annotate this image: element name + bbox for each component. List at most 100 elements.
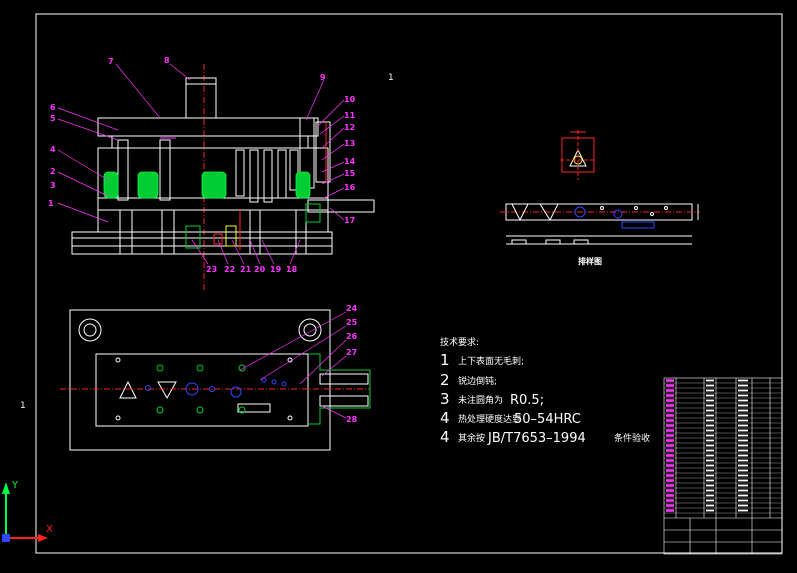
parts-row-cell-mark: [738, 384, 748, 387]
parts-row-cell-mark: [706, 499, 714, 502]
parts-row-cell-mark: [706, 379, 714, 382]
parts-row-cell-mark: [738, 469, 748, 472]
sheet-border: [35, 13, 783, 554]
parts-row-cell-mark: [706, 479, 714, 482]
sheet-marker: 1: [388, 73, 394, 83]
part-label-21: 21: [240, 265, 252, 274]
guide-rail-outline: [308, 353, 371, 425]
parts-row-cell-mark: [706, 424, 714, 427]
parts-row-cell-mark: [706, 444, 714, 447]
notes-title: 技术要求:: [440, 336, 479, 348]
triangle-cutout-left: [119, 380, 137, 399]
lower-plate: [71, 231, 333, 255]
strip-layout: [500, 203, 700, 245]
parts-row-cell-mark: [706, 404, 714, 407]
note-1-text: 上下表面无毛刺;: [458, 355, 524, 367]
section-details: [160, 122, 327, 250]
parts-row-index-mark: [666, 414, 674, 417]
springs: [103, 171, 311, 199]
note-5-text2: 条件验收: [614, 432, 650, 444]
parts-row-index-mark: [666, 409, 674, 412]
part-label-18: 18: [286, 265, 298, 274]
note-4-text: 热处理硬度达到: [458, 413, 521, 425]
parts-row-index-mark: [666, 439, 674, 442]
parts-row-cell-mark: [738, 489, 748, 492]
parts-row-cell-mark: [706, 384, 714, 387]
parts-row-cell-mark: [706, 494, 714, 497]
plan-view: [60, 309, 370, 451]
parts-row-index-mark: [666, 504, 674, 507]
triangle-cutout-mid: [157, 381, 177, 400]
note-5-num: 4: [440, 428, 450, 446]
parts-row-cell-mark: [738, 439, 748, 442]
note-3-num: 3: [440, 390, 450, 408]
parts-row-cell-mark: [738, 419, 748, 422]
parts-row-cell-mark: [738, 504, 748, 507]
guide-pillar-left: [78, 318, 102, 342]
parts-row-cell-mark: [738, 459, 748, 462]
guide-pillar-right: [298, 318, 322, 342]
part-label-6: 6: [50, 103, 56, 112]
parts-row-cell-mark: [706, 399, 714, 402]
part-label-20: 20: [254, 265, 266, 274]
parts-row-cell-mark: [738, 379, 748, 382]
note-1-num: 1: [440, 351, 450, 369]
parts-row-cell-mark: [738, 484, 748, 487]
plan-leaders: [239, 311, 347, 419]
upper-plate: [97, 117, 319, 137]
part-label-28: 28: [346, 415, 358, 424]
parts-row-cell-mark: [706, 449, 714, 452]
parts-row-index-mark: [666, 379, 674, 382]
parts-row-cell-mark: [706, 484, 714, 487]
part-label-12: 12: [344, 123, 355, 132]
part-label-10: 10: [344, 95, 356, 104]
parts-row-index-mark: [666, 499, 674, 502]
parts-row-cell-mark: [738, 464, 748, 467]
ucs-icon: Y X: [2, 480, 53, 542]
stripper-plate: [97, 197, 329, 211]
parts-list-rows: [664, 379, 782, 514]
part-label-26: 26: [346, 332, 358, 341]
note-5-value: JB/T7653–1994: [487, 431, 586, 446]
ucs-x-label: X: [46, 524, 53, 535]
note-4-num: 4: [440, 409, 450, 427]
part-label-22: 22: [224, 265, 235, 274]
parts-row-cell-mark: [738, 414, 748, 417]
parts-row-cell-mark: [738, 509, 748, 512]
parts-row-cell-mark: [738, 499, 748, 502]
parts-row-cell-mark: [706, 429, 714, 432]
part-label-17: 17: [344, 216, 355, 225]
section-leaders: [57, 63, 345, 265]
part-label-11: 11: [344, 111, 356, 120]
note-4-value: 50–54HRC: [514, 412, 581, 427]
note-2-text: 锐边倒钝;: [458, 375, 497, 387]
parts-row-cell-mark: [738, 429, 748, 432]
parts-row-index-mark: [666, 494, 674, 497]
part-label-7: 7: [108, 57, 114, 66]
lower-plate-outline: [69, 309, 331, 451]
parts-row-index-mark: [666, 404, 674, 407]
parts-row-index-mark: [666, 509, 674, 512]
part-label-23: 23: [206, 265, 217, 274]
parts-row-index-mark: [666, 434, 674, 437]
strip-caption: 排样图: [578, 256, 602, 266]
parts-row-cell-mark: [738, 454, 748, 457]
parts-row-cell-mark: [738, 399, 748, 402]
strip-part-view: [560, 130, 596, 180]
parts-row-cell-mark: [706, 459, 714, 462]
parts-row-cell-mark: [706, 504, 714, 507]
parts-row-cell-mark: [738, 434, 748, 437]
part-label-19: 19: [270, 265, 282, 274]
parts-row-index-mark: [666, 484, 674, 487]
parts-row-cell-mark: [706, 509, 714, 512]
parts-row-index-mark: [666, 464, 674, 467]
part-label-2: 2: [50, 167, 56, 176]
parts-row-index-mark: [666, 449, 674, 452]
parts-row-index-mark: [666, 429, 674, 432]
part-label-14: 14: [344, 157, 356, 166]
parts-row-cell-mark: [738, 449, 748, 452]
parts-row-cell-mark: [706, 414, 714, 417]
parts-row-index-mark: [666, 454, 674, 457]
upper-backing: [111, 135, 309, 149]
part-label-27: 27: [346, 348, 357, 357]
